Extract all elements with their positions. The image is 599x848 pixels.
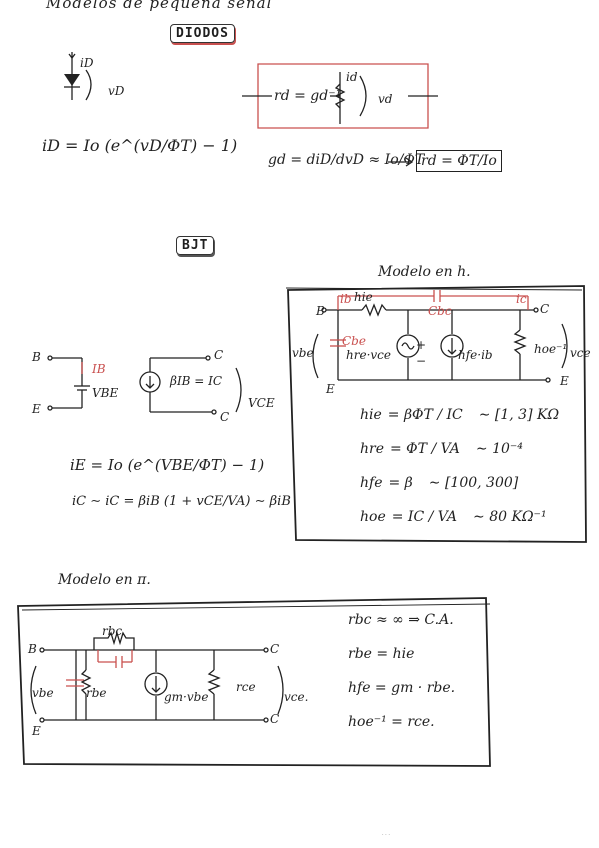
h-model-hoe-inv: hoe⁻¹ (534, 342, 568, 356)
h-model-C: C (540, 302, 550, 316)
h-param-row: hfe = β ∼ [100, 300] (360, 466, 580, 500)
h-model-plus: + (416, 338, 427, 352)
h-param-approx: ∼ [1, 3] KΩ (478, 407, 560, 423)
h-param-expr: = βΦT / IC (387, 407, 463, 423)
page-title: Modelos de pequeña señal (46, 0, 273, 12)
h-param-row: hoe = IC / VA ∼ 80 KΩ⁻¹ (360, 500, 580, 534)
h-model-E-left: E (326, 382, 335, 396)
pi-model-E: E (32, 724, 41, 738)
bjt-label: BJT (176, 236, 215, 255)
footer-mark: · · · (382, 832, 390, 838)
iC-equation: iC ∼ iC = βiB (1 + vCE/VA) ∼ βiB (72, 494, 291, 509)
h-param-name: hre (360, 441, 384, 457)
bjt-simple-B: B (32, 350, 41, 364)
pi-model-rce: rce (236, 680, 256, 694)
diode-model-id: id (346, 70, 358, 84)
bjt-simple-E: E (32, 402, 41, 416)
bjt-simple-circuit (47, 355, 242, 415)
h-param-name: hoe (360, 509, 386, 525)
diode-voltage-label: vD (108, 84, 125, 98)
h-model-vce: vce (570, 346, 591, 360)
bjt-simple-IB: IB (92, 362, 106, 376)
h-model-hre-vce: hre·vce (346, 348, 391, 362)
pi-model-B: B (28, 642, 37, 656)
rd-boxed-equation: rd = ΦT/Io (416, 150, 502, 172)
h-model-E-right: E (560, 374, 569, 388)
gd-equation: gd = diD/dvD ≈ Io/ΦT (268, 152, 425, 168)
h-model-box (285, 285, 587, 543)
bjt-simple-VCE: VCE (248, 396, 275, 410)
h-param-name: hfe (360, 475, 383, 491)
h-model-ib: ib (340, 292, 352, 306)
pi-relation: hoe⁻¹ = rce. (348, 714, 435, 730)
h-param-row: hre = ΦT / VA ∼ 10⁻⁴ (360, 432, 580, 466)
h-param-expr: = ΦT / VA (390, 441, 460, 457)
h-model-hie: hie (354, 290, 373, 304)
iE-equation: iE = Io (e^(VBE/ΦT) − 1) (70, 456, 265, 474)
bjt-simple-VBE: VBE (92, 386, 119, 400)
pi-model-C-bottom: C (270, 712, 280, 726)
implies-arrow (388, 157, 414, 167)
h-param-approx: ∼ [100, 300] (428, 475, 519, 491)
h-model-cbe: Cbe (342, 334, 366, 348)
h-model-B: B (316, 304, 325, 318)
pi-model-gm-vbe: gm·vbe (164, 690, 209, 704)
pi-relation: rbe = hie (348, 646, 415, 662)
pi-model-box (17, 597, 491, 767)
h-model-minus: − (416, 354, 427, 368)
h-model-hfe-ib: hfe·ib (458, 348, 493, 362)
h-param-row: hie = βΦT / IC ∼ [1, 3] KΩ (360, 398, 580, 432)
modelo-pi-title: Modelo en π. (58, 572, 151, 588)
diode-model-frame (242, 63, 438, 129)
pi-model-C-top: C (270, 642, 280, 656)
diodos-label: DIODOS (170, 24, 235, 43)
pi-relations: rbc ≈ ∞ ⇒ C.A. rbe = hie hfe = gm · rbe.… (348, 612, 488, 748)
pi-model-rbc: rbc (102, 624, 123, 638)
diode-symbol (64, 52, 92, 101)
pi-relation: rbc ≈ ∞ ⇒ C.A. (348, 612, 454, 628)
modelo-h-title: Modelo en h. (378, 264, 471, 280)
diode-model-vd: vd (378, 92, 393, 106)
diode-current-label: iD (80, 56, 94, 70)
h-model-cbc: Cbc (428, 304, 452, 318)
diode-equation: iD = Io (e^(vD/ΦT) − 1) (42, 136, 238, 155)
pi-model-vbe: vbe (32, 686, 54, 700)
bjt-simple-C-top: C (214, 348, 224, 362)
h-params-list: hie = βΦT / IC ∼ [1, 3] KΩ hre = ΦT / VA… (360, 398, 580, 534)
h-param-name: hie (360, 407, 382, 423)
h-model-ic: ic (516, 292, 527, 306)
pi-model-rbe: rbe (86, 686, 107, 700)
h-param-expr: = IC / VA (391, 509, 458, 525)
diode-model-rd: rd = gd⁻¹ (274, 88, 342, 104)
h-model-vbe: vbe (292, 346, 314, 360)
pi-model-vce: vce. (284, 690, 309, 704)
bjt-simple-source: βIB = IC (170, 374, 223, 388)
h-param-approx: ∼ 80 KΩ⁻¹ (473, 509, 547, 525)
h-param-expr: = β (388, 475, 413, 491)
h-param-approx: ∼ 10⁻⁴ (475, 441, 523, 457)
bjt-simple-C-bottom: C (220, 410, 230, 424)
pi-relation: hfe = gm · rbe. (348, 680, 456, 696)
